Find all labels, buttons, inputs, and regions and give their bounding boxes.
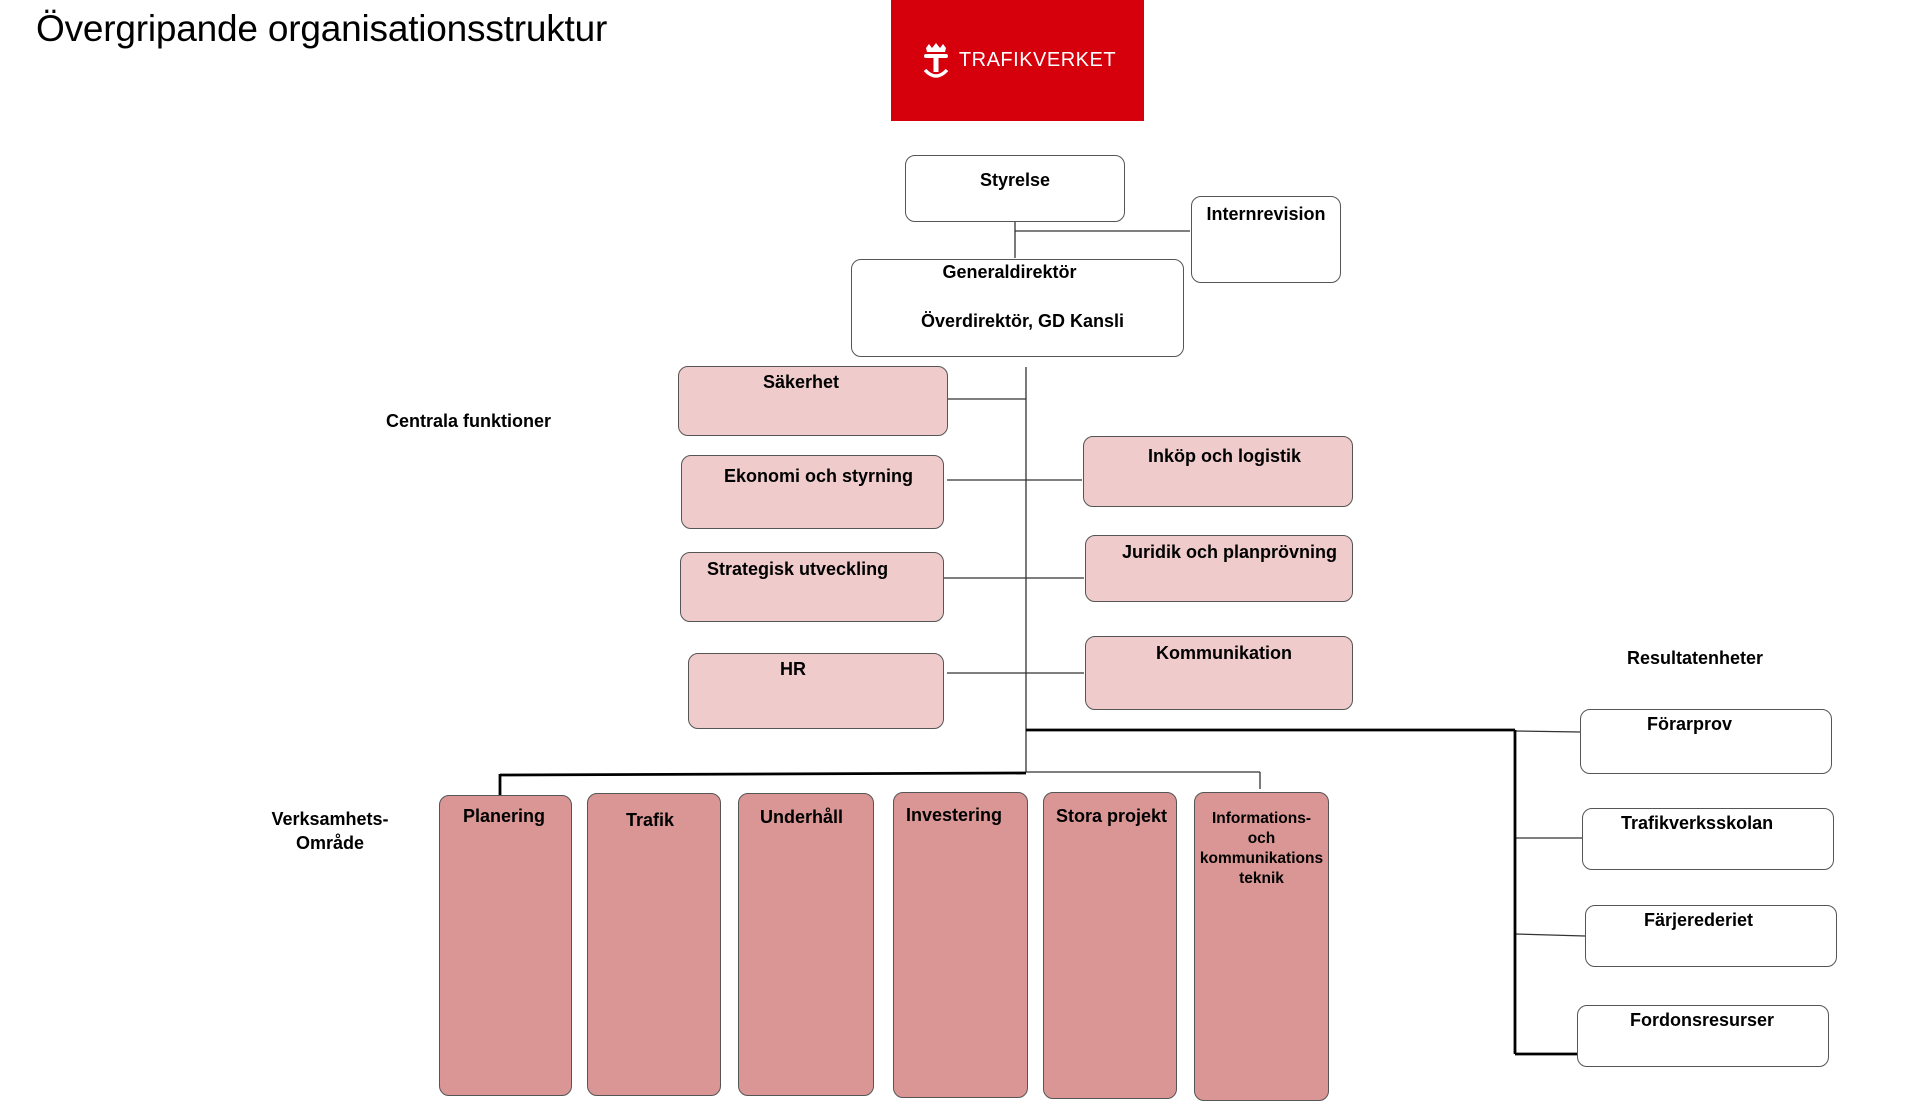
internrevision-label: Internrevision bbox=[1206, 204, 1326, 224]
result-box-forarprov: Förarprov bbox=[1580, 709, 1832, 774]
area-label: och bbox=[1247, 830, 1276, 847]
central-box-ekonomi: Ekonomi och styrning bbox=[681, 455, 944, 529]
verksamhetsomrade-line-2: Område bbox=[295, 833, 365, 853]
result-label: Fordonsresurser bbox=[1630, 1010, 1775, 1030]
result-label: Förarprov bbox=[1647, 714, 1733, 734]
central-label: Kommunikation bbox=[1156, 643, 1293, 663]
central-box-kommunikation: Kommunikation bbox=[1085, 636, 1353, 710]
central-box-sakerhet: Säkerhet bbox=[678, 366, 948, 436]
verksamhetsomrade-label: Verksamhets- Område bbox=[266, 807, 394, 855]
area-label: Informations- bbox=[1211, 810, 1312, 827]
logo-text: TRAFIKVERKET bbox=[958, 49, 1117, 71]
area-label: Stora projekt bbox=[1056, 806, 1168, 826]
area-label: kommunikations bbox=[1199, 850, 1324, 867]
trafikverket-logo: TRAFIKVERKET bbox=[891, 0, 1144, 121]
central-label: Säkerhet bbox=[763, 372, 840, 392]
area-label: teknik bbox=[1239, 870, 1284, 887]
central-box-juridik: Juridik och planprövning bbox=[1085, 535, 1353, 602]
central-label: HR bbox=[780, 659, 806, 679]
resultatenheter-label: Resultatenheter bbox=[1627, 648, 1764, 668]
crown-t-icon bbox=[923, 42, 949, 78]
verksamhetsomrade-line-1: Verksamhets- bbox=[271, 809, 389, 829]
area-label: Underhåll bbox=[760, 807, 844, 827]
internrevision-box: Internrevision bbox=[1191, 196, 1341, 283]
area-box-underhall: Underhåll bbox=[738, 793, 874, 1096]
area-box-ikt: Informations- och kommunikations teknik bbox=[1194, 792, 1329, 1101]
central-label: Juridik och planprövning bbox=[1122, 542, 1338, 562]
central-box-inkop: Inköp och logistik bbox=[1083, 436, 1353, 507]
area-box-trafik: Trafik bbox=[587, 793, 721, 1096]
generaldirektor-box: Generaldirektör Överdirektör, GD Kansli bbox=[851, 259, 1184, 357]
result-box-farjerederiet: Färjerederiet bbox=[1585, 905, 1837, 967]
area-box-investering: Investering bbox=[893, 792, 1028, 1098]
central-label: Strategisk utveckling bbox=[707, 559, 889, 579]
area-box-planering: Planering bbox=[439, 795, 572, 1096]
area-label: Trafik bbox=[626, 810, 675, 830]
result-label: Färjerederiet bbox=[1644, 910, 1754, 930]
central-label: Ekonomi och styrning bbox=[724, 466, 914, 486]
area-label: Planering bbox=[463, 806, 546, 826]
generaldirektor-label: Generaldirektör bbox=[942, 262, 1077, 282]
result-box-fordonsresurser: Fordonsresurser bbox=[1577, 1005, 1829, 1067]
central-box-hr: HR bbox=[688, 653, 944, 729]
central-label: Inköp och logistik bbox=[1148, 446, 1302, 466]
centrala-funktioner-label: Centrala funktioner bbox=[386, 411, 552, 431]
area-box-stora-projekt: Stora projekt bbox=[1043, 792, 1177, 1099]
styrelse-box: Styrelse bbox=[905, 155, 1125, 222]
page-title: Övergripande organisationsstruktur bbox=[36, 8, 608, 49]
overdirektor-label: Överdirektör, GD Kansli bbox=[920, 311, 1125, 331]
styrelse-label: Styrelse bbox=[979, 170, 1051, 190]
central-box-strategisk: Strategisk utveckling bbox=[680, 552, 944, 622]
result-label: Trafikverksskolan bbox=[1621, 813, 1774, 833]
result-box-trafikverksskolan: Trafikverksskolan bbox=[1582, 808, 1834, 870]
area-label: Investering bbox=[906, 805, 1003, 825]
